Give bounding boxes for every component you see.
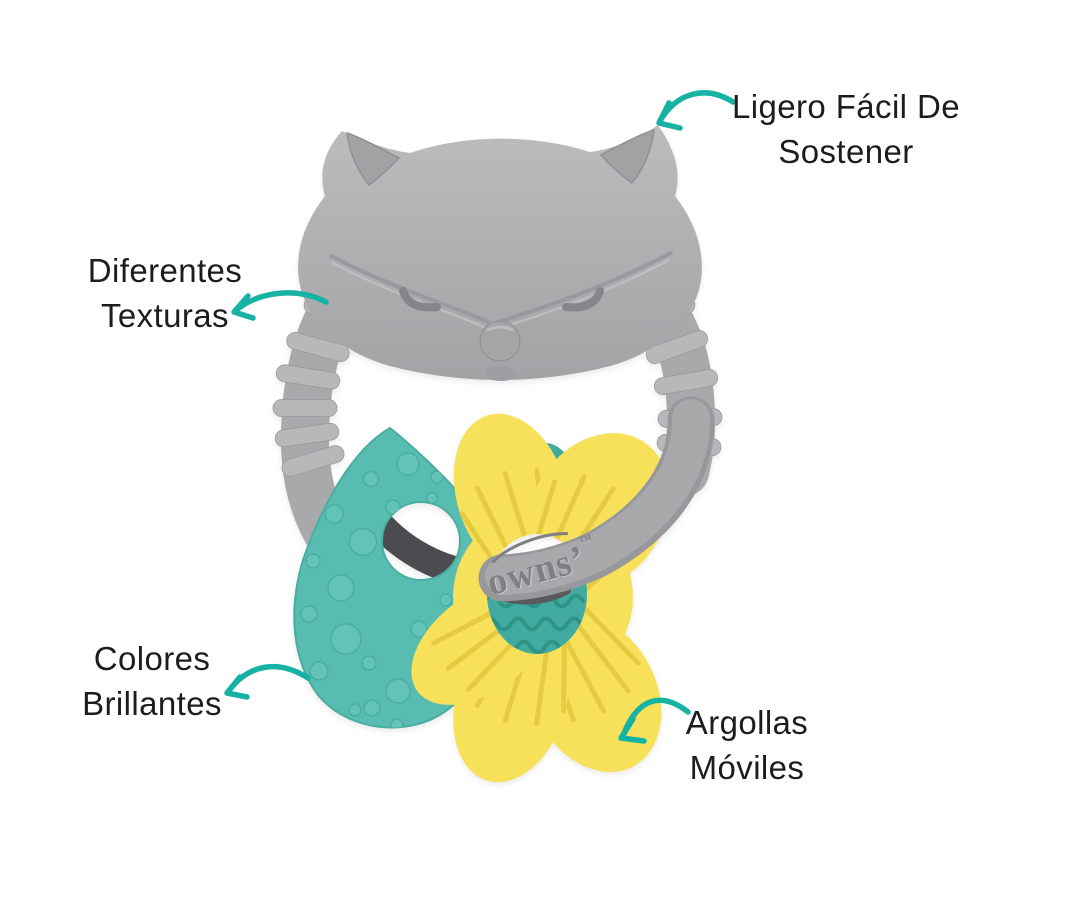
callout-argollas-line1: Argollas — [685, 704, 809, 741]
callout-argollas-line2: Móviles — [689, 749, 805, 786]
chin-knob — [486, 367, 516, 381]
right-inner-ear — [599, 128, 655, 185]
bump-texture — [295, 452, 453, 728]
callout-ligero: Ligero Fácil De Sostener — [636, 84, 1056, 174]
callout-arrows — [224, 90, 736, 744]
callout-colores-line1: Colores — [93, 640, 211, 677]
arrow-ligero-icon — [656, 90, 736, 131]
fox-head — [298, 125, 702, 381]
nose-highlight — [486, 325, 514, 332]
left-eye-closed — [399, 287, 441, 312]
nose — [479, 320, 521, 362]
callout-diferentes-line2: Texturas — [101, 297, 229, 334]
callout-colores: Colores Brillantes — [42, 636, 262, 726]
arrow-diferentes-icon — [231, 290, 329, 321]
right-eye-closed — [562, 287, 604, 312]
arrow-argollas-icon — [618, 697, 691, 744]
brand-trademark: ™ — [577, 531, 593, 549]
callout-diferentes-line1: Diferentes — [87, 252, 243, 289]
callout-ligero-line1: Ligero Fácil De — [732, 88, 960, 125]
arrow-colores-icon — [224, 663, 311, 700]
callout-colores-line2: Brillantes — [82, 685, 222, 722]
callout-diferentes: Diferentes Texturas — [55, 248, 275, 338]
fox-head-outline — [298, 125, 702, 380]
rib-texture-left — [272, 296, 363, 477]
callout-ligero-line2: Sostener — [778, 133, 914, 170]
left-inner-ear — [346, 131, 401, 187]
face-mask-ridge — [329, 251, 673, 330]
callout-argollas: Argollas Móviles — [637, 700, 857, 790]
